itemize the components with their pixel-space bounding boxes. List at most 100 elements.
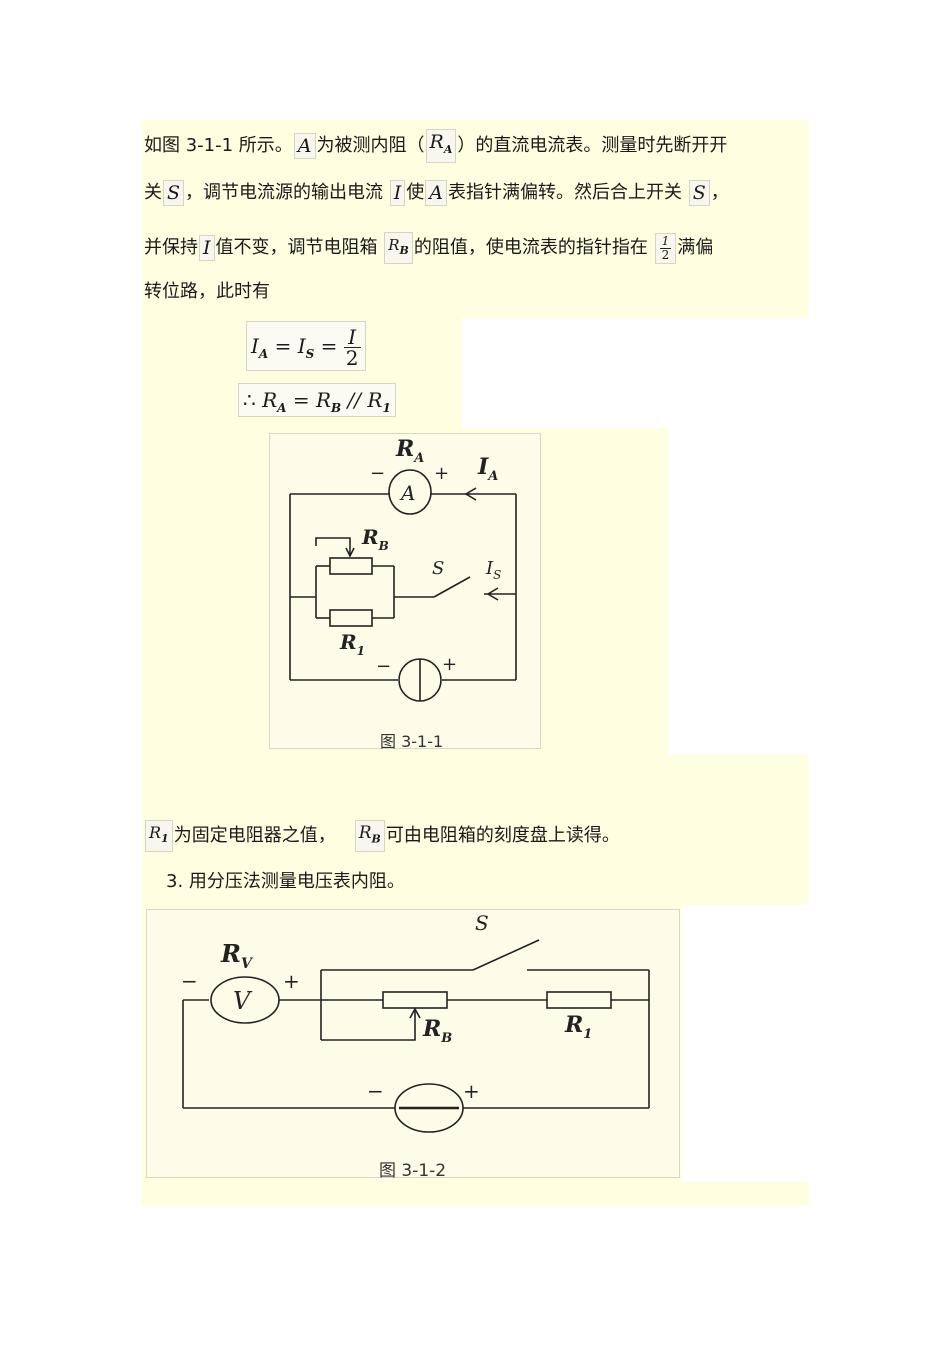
plus-label: + <box>442 654 457 675</box>
circuit-diagram-2: S RV V − + RB R1 − + <box>181 911 650 1133</box>
formula-symbol: R <box>262 388 278 412</box>
minus-label: − <box>376 656 391 677</box>
label-s: S <box>475 911 489 935</box>
ra-symbol: RA <box>425 129 457 163</box>
text-block-bg-1 <box>142 120 808 318</box>
ammeter-label: A <box>399 481 415 505</box>
minus-label: − <box>370 463 385 484</box>
text: 的阻值，使电流表的指针指在 <box>413 237 654 258</box>
text: ，调节电流源的输出电流 <box>185 182 389 203</box>
r1-symbol: R1 <box>145 820 173 853</box>
minus-label: − <box>367 1079 384 1103</box>
symbol-subscript: B <box>371 832 381 846</box>
text: 值不变，调节电阻箱 <box>215 237 384 258</box>
text: 为固定电阻器之值， <box>173 825 336 847</box>
formula-subscript: A <box>258 347 269 361</box>
ammeter-symbol: A <box>425 180 448 206</box>
formula-operator: = <box>268 334 298 358</box>
fraction-denominator: 2 <box>345 346 359 370</box>
figure-3-1-2: S RV V − + RB R1 − + 图 3-1-2 <box>146 909 680 1181</box>
text: 关 <box>144 182 162 203</box>
text-block-bg-2 <box>142 755 808 905</box>
formula-subscript: 1 <box>382 401 391 415</box>
arrow-icon <box>345 547 355 558</box>
label-ia: IA <box>477 454 498 484</box>
ammeter-symbol: A <box>293 132 316 159</box>
fraction-denominator: 2 <box>661 247 670 262</box>
source-circle <box>394 1083 464 1133</box>
text: ， <box>710 182 729 203</box>
text: 满偏 <box>677 237 714 258</box>
plus-label: + <box>434 463 449 484</box>
label-rv: RV <box>220 939 254 972</box>
symbol-text: A <box>429 182 444 204</box>
switch-symbol: S <box>163 180 185 206</box>
text: 可由电阻箱的刻度盘上读得。 <box>385 825 620 847</box>
rheostat-wiper <box>315 537 351 556</box>
voltmeter-label: V <box>233 987 253 1015</box>
formula-subscript: B <box>331 401 342 415</box>
switch-blade <box>433 576 471 598</box>
fraction-numerator: 1 <box>659 233 672 249</box>
formula-symbol: R <box>315 388 332 412</box>
plus-label: + <box>283 969 300 993</box>
formula-operator: ∴ <box>243 388 263 412</box>
arrow-icon <box>486 587 499 601</box>
symbol-text: I <box>393 182 402 204</box>
symbol-subscript: B <box>399 244 409 257</box>
label-ra: RA <box>395 436 424 466</box>
rheostat-wiper <box>321 1010 416 1041</box>
label-r1: R1 <box>339 630 365 658</box>
text: 转位路，此时有 <box>144 281 270 302</box>
circuit-diagram-1: RA A − + IA RB S IS R1 − + <box>289 436 517 702</box>
text: 为被测内阻（ <box>316 134 425 156</box>
resistor-r1 <box>546 991 612 1009</box>
plus-label: + <box>463 1079 480 1103</box>
current-symbol: I <box>389 180 406 206</box>
formula-symbol: I <box>251 334 259 358</box>
text: 表指针满偏转。然后合上开关 <box>448 182 688 203</box>
text: 并保持 <box>144 237 198 258</box>
resistor-rb <box>382 991 448 1009</box>
figure-caption: 图 3-1-1 <box>380 732 444 751</box>
formula-symbol: I <box>297 334 306 358</box>
symbol-text: S <box>692 182 706 204</box>
symbol-text: I <box>203 237 211 259</box>
symbol-text: A <box>297 134 312 157</box>
formula-resistance-equation: ∴ RA = RB // R1 <box>238 383 396 417</box>
text-block-bg-3 <box>142 1182 808 1206</box>
arrow-icon <box>464 487 477 501</box>
symbol-text: R <box>388 236 400 254</box>
formula-operator: = <box>314 334 344 358</box>
formula-subscript: A <box>277 401 287 415</box>
text: ）的直流电流表。测量时先断开开 <box>457 134 728 156</box>
ammeter-circle <box>388 469 432 515</box>
resistor-r1 <box>329 609 373 627</box>
paragraph1-line4: 转位路，此时有 <box>144 280 270 304</box>
current-symbol: I <box>199 235 215 261</box>
formula-operator: // <box>341 388 368 412</box>
fraction-numerator: I <box>343 327 361 348</box>
formula-symbol: R <box>367 388 383 412</box>
figure-caption: 图 3-1-2 <box>379 1161 447 1181</box>
label-r1: R1 <box>564 1012 592 1042</box>
symbol-subscript: A <box>443 142 453 156</box>
formula-operator: = <box>286 388 316 412</box>
symbol-text: R <box>429 131 444 153</box>
symbol-text: S <box>167 182 181 204</box>
section-heading: 3. 用分压法测量电压表内阻。 <box>166 871 405 892</box>
label-rb: RB <box>422 1016 452 1046</box>
symbol-subscript: 1 <box>161 832 169 846</box>
switch-symbol: S <box>688 180 710 206</box>
text: 如图 3-1-1 所示。 <box>144 134 293 156</box>
rb-symbol: RB <box>354 820 385 853</box>
rb-symbol: RB <box>384 232 413 264</box>
symbol-text: R <box>149 823 162 843</box>
